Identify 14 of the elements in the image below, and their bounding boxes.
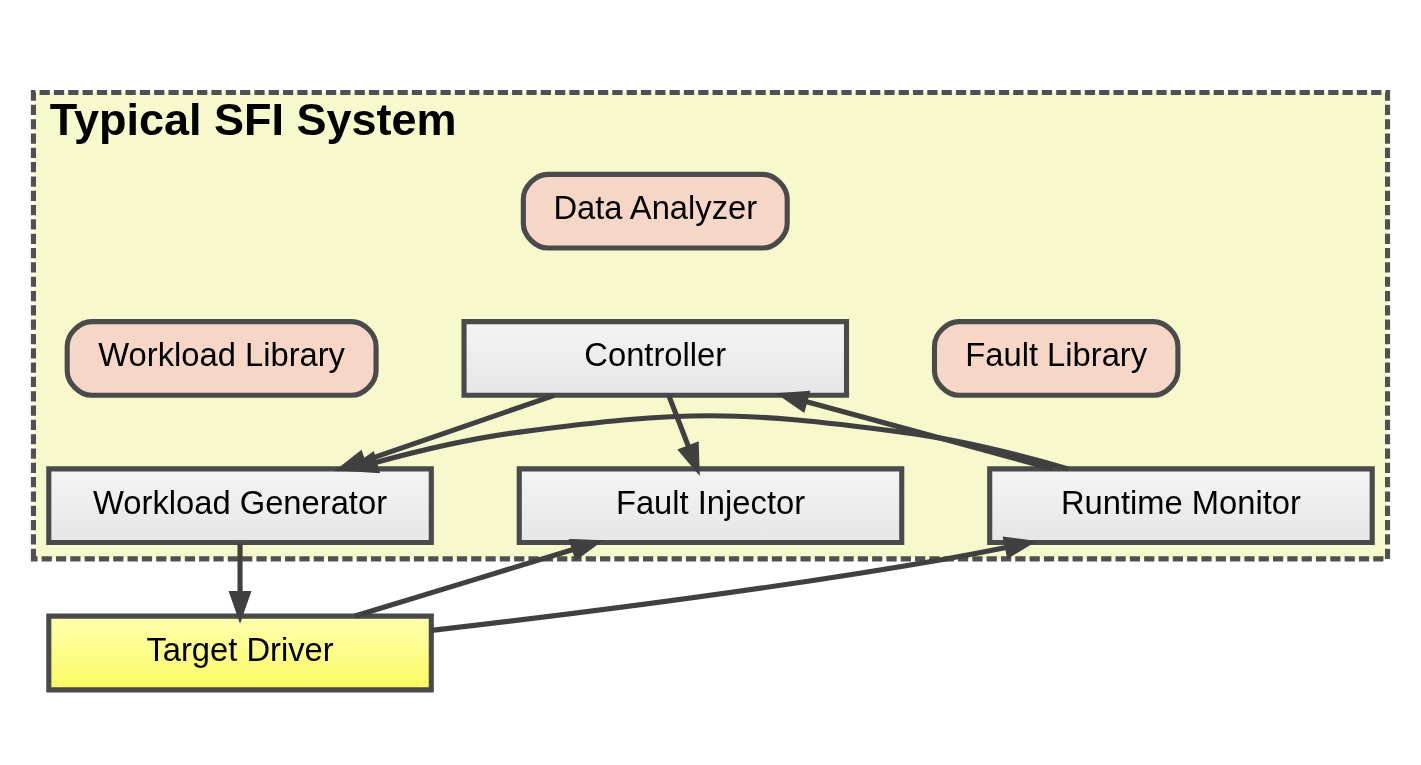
node-box: Fault Library — [931, 318, 1181, 398]
arrow — [666, 394, 700, 476]
arrow — [345, 412, 1069, 473]
node-box: Data Analyzer — [520, 171, 790, 251]
node-box: Workload Library — [64, 318, 379, 398]
node-box: Fault Injector — [516, 465, 905, 545]
arrow — [775, 390, 1054, 471]
node-box: Controller — [461, 318, 850, 398]
arrow — [228, 542, 252, 624]
arrow — [354, 538, 604, 618]
arrow — [431, 536, 1038, 633]
node-box: Workload Generator — [46, 465, 434, 545]
node-box: Runtime Monitor — [987, 465, 1375, 545]
node-box: Target Driver — [46, 613, 434, 692]
